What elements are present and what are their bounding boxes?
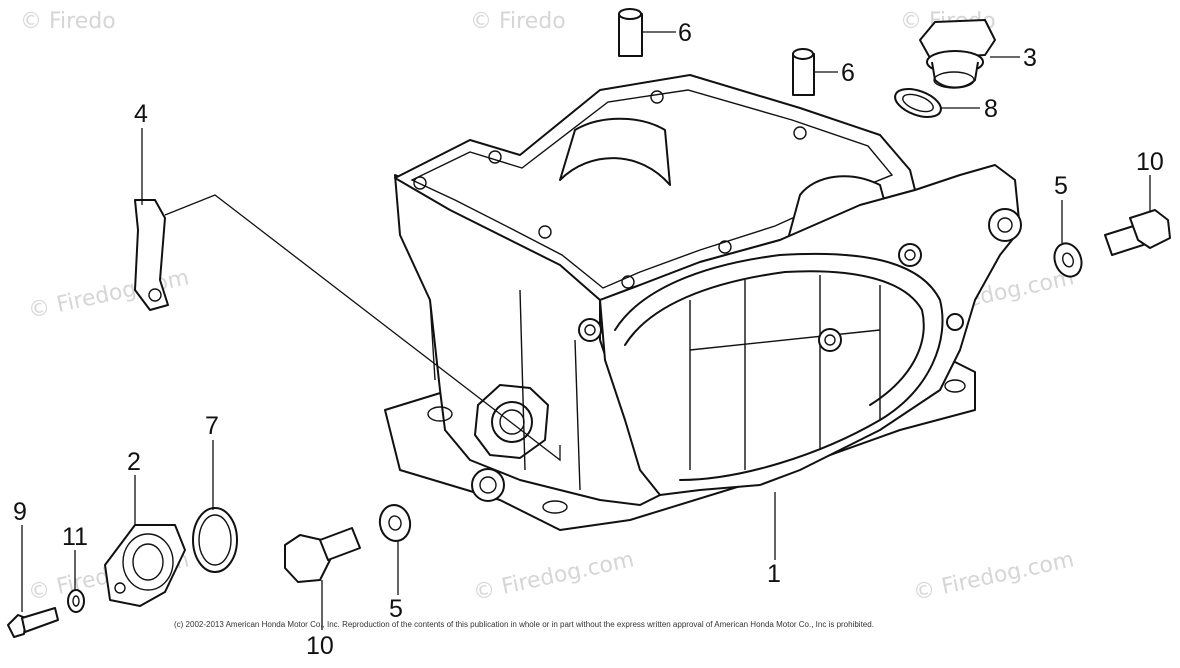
watermark-text: © Firedog.com — [26, 265, 191, 323]
callout-5: 5 — [389, 595, 403, 623]
copyright-notice: (c) 2002-2013 American Honda Motor Co., … — [174, 620, 874, 629]
screw-part-9 — [7, 607, 59, 638]
callout-10: 10 — [1136, 148, 1164, 176]
watermark-text: © Firedo — [470, 9, 566, 34]
callout-4: 4 — [134, 100, 148, 128]
cover-part-2 — [104, 524, 186, 607]
callout-8: 8 — [984, 95, 998, 123]
callout-6: 6 — [678, 19, 692, 47]
o-ring-part-7 — [192, 507, 238, 573]
bolt-part-10 — [284, 209, 1171, 583]
leader-lines — [21, 31, 1151, 630]
bracket-part-4 — [134, 199, 169, 311]
callout-3: 3 — [1023, 44, 1037, 72]
callout-2: 2 — [127, 448, 141, 476]
callout-labels: 6 6 3 8 4 5 10 7 2 9 11 5 10 1 — [13, 19, 1164, 660]
o-ring-part-8 — [894, 88, 942, 118]
filler-cap-part-3 — [919, 19, 996, 89]
watermark-text: © Firedog.com — [471, 547, 636, 605]
dowel-pin-part-6 — [618, 8, 815, 96]
washer-part-11 — [67, 589, 85, 613]
callout-1: 1 — [767, 560, 781, 588]
callout-11: 11 — [62, 523, 88, 551]
callout-6: 6 — [841, 59, 855, 87]
callout-7: 7 — [205, 412, 219, 440]
watermark-text: © Firedo — [20, 9, 116, 34]
washer-part-5 — [378, 242, 1083, 542]
callout-9: 9 — [13, 498, 27, 526]
callout-5: 5 — [1054, 172, 1068, 200]
callout-10: 10 — [306, 632, 334, 660]
crankcase-part-1 — [384, 74, 1022, 531]
watermark-text: © Firedog.com — [911, 547, 1076, 605]
